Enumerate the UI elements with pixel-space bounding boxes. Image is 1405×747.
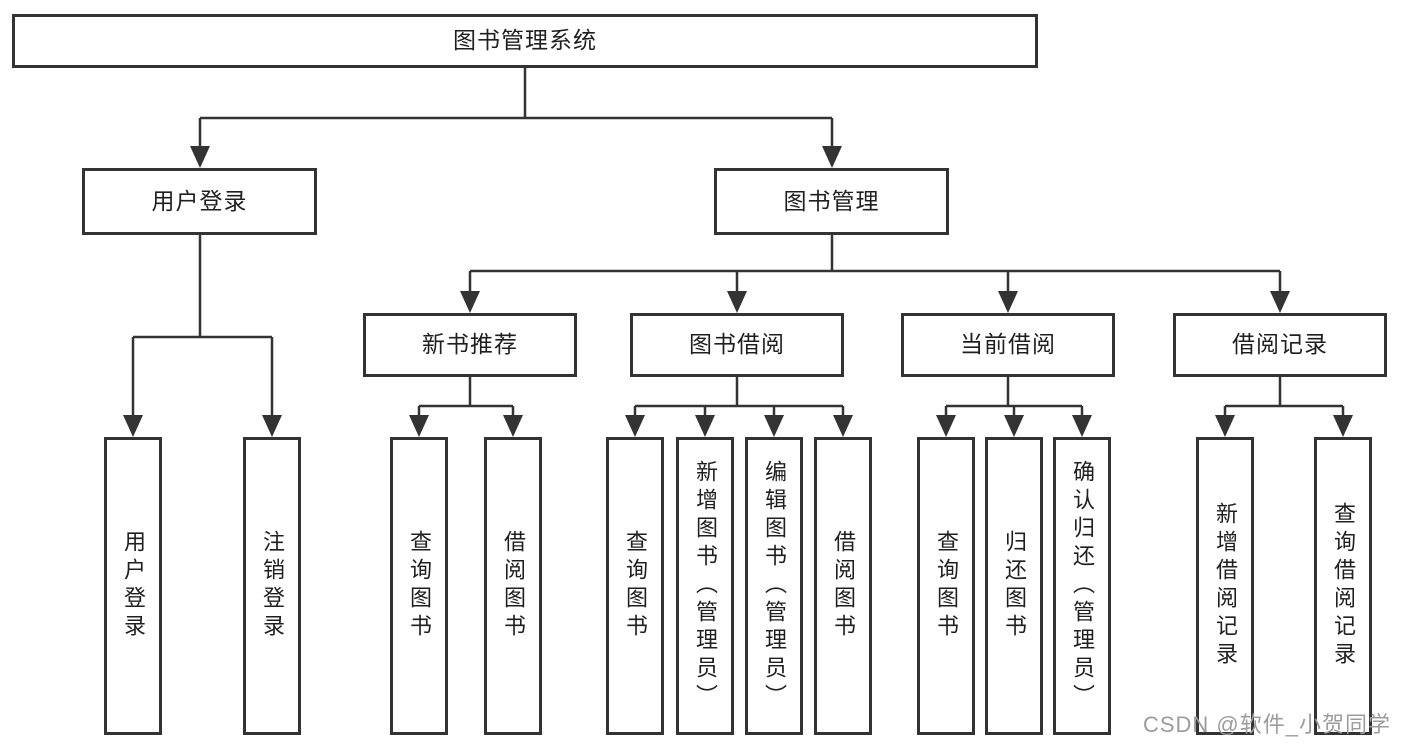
leaf-confirm-return-admin: 确认归还（管理员） bbox=[1053, 437, 1111, 735]
leaf-edit-books-admin: 编辑图书（管理员） bbox=[745, 437, 803, 735]
node-current-borrowing: 当前借阅 bbox=[901, 313, 1115, 377]
node-borrowing-records: 借阅记录 bbox=[1173, 313, 1387, 377]
arrowhead bbox=[727, 291, 747, 313]
arrowhead bbox=[460, 291, 480, 313]
arrowhead bbox=[503, 415, 523, 437]
arrowhead bbox=[1270, 291, 1290, 313]
leaf-borrow-books: 借阅图书 bbox=[814, 437, 872, 735]
node-book-management: 图书管理 bbox=[714, 168, 949, 235]
arrowhead bbox=[1004, 415, 1024, 437]
arrowhead bbox=[1215, 415, 1235, 437]
edge-borrowing-records-children bbox=[1223, 377, 1345, 421]
arrowhead bbox=[936, 415, 956, 437]
node-root-library-system: 图书管理系统 bbox=[12, 14, 1038, 68]
arrowhead bbox=[833, 415, 853, 437]
watermark-text: CSDN @软件_小贺同学 bbox=[1142, 712, 1391, 737]
edge-book-borrowing-children bbox=[633, 377, 845, 421]
leaf-return-books: 归还图书 bbox=[985, 437, 1043, 735]
leaf-borrow-books-recommend: 借阅图书 bbox=[484, 437, 542, 735]
arrowhead bbox=[625, 415, 645, 437]
arrowhead bbox=[123, 415, 143, 437]
arrowhead bbox=[998, 291, 1018, 313]
leaf-user-login: 用户登录 bbox=[104, 437, 162, 735]
edge-user-login-children bbox=[131, 235, 274, 421]
edge-current-borrowing-children bbox=[944, 377, 1084, 421]
leaf-query-books-recommend: 查询图书 bbox=[390, 437, 448, 735]
arrowheads bbox=[123, 146, 1353, 437]
leaf-query-books-current: 查询图书 bbox=[917, 437, 975, 735]
edge-root-to-level2 bbox=[198, 68, 834, 152]
node-user-login: 用户登录 bbox=[82, 168, 317, 235]
arrowhead bbox=[695, 415, 715, 437]
leaf-query-borrow-record: 查询借阅记录 bbox=[1314, 437, 1372, 735]
arrowhead bbox=[190, 146, 210, 168]
node-book-borrowing: 图书借阅 bbox=[630, 313, 844, 377]
edge-book-management-children bbox=[468, 235, 1282, 297]
arrowhead bbox=[262, 415, 282, 437]
leaf-logout: 注销登录 bbox=[243, 437, 301, 735]
leaf-add-borrow-record: 新增借阅记录 bbox=[1196, 437, 1254, 735]
arrowhead bbox=[764, 415, 784, 437]
arrowhead bbox=[409, 415, 429, 437]
edge-new-book-children bbox=[417, 377, 515, 421]
connector-paths bbox=[131, 68, 1345, 421]
arrowhead bbox=[1072, 415, 1092, 437]
arrowhead bbox=[1333, 415, 1353, 437]
arrowhead bbox=[822, 146, 842, 168]
leaf-add-books-admin: 新增图书（管理员） bbox=[676, 437, 734, 735]
leaf-query-books-borrowing: 查询图书 bbox=[606, 437, 664, 735]
node-new-book-recommend: 新书推荐 bbox=[363, 313, 577, 377]
